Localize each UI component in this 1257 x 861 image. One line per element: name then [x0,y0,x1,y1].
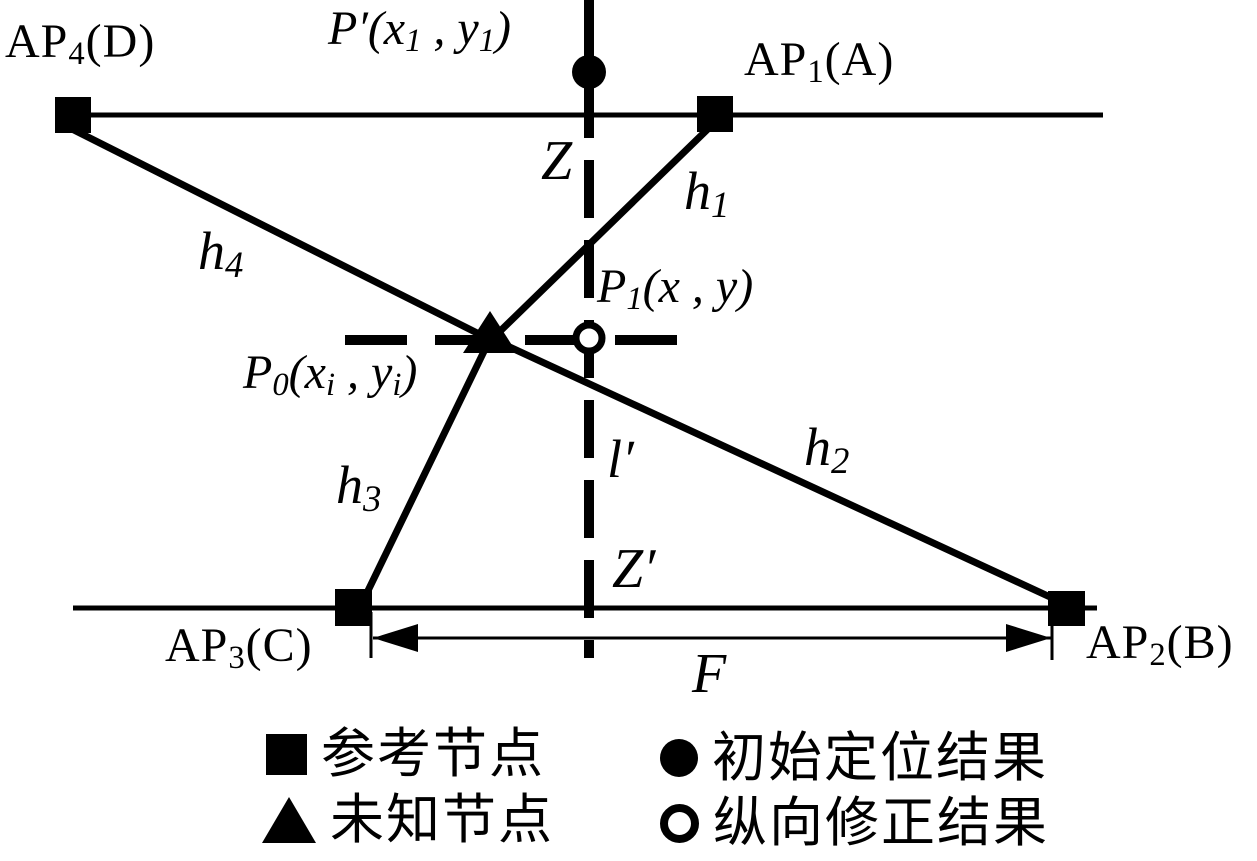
label-p1-part: P [597,260,627,313]
circle-open-icon [660,803,699,843]
label-h1-base: h [684,161,711,221]
label-p-prime-part: P′(x [328,2,406,55]
h4-distance-line [64,122,495,345]
label-ap4-base: AP [5,15,69,68]
label-ap2: AP2(B) [1086,616,1234,672]
label-ap2-base: AP [1086,616,1150,669]
ap3-node-square-icon [335,589,372,626]
label-p-prime-sub: 1 [405,23,422,60]
label-f: F [692,643,727,705]
label-z: Z [541,130,573,192]
label-ap3-sub: 3 [228,640,246,677]
label-ap4-sub: 4 [68,36,86,73]
h3-distance-line [359,339,493,603]
ap4-node-square-icon [55,97,91,133]
label-ap2-paren: (B) [1166,616,1234,669]
legend-item-unknown-node: 未知节点 [262,793,554,847]
ap2-node-square-icon [1048,591,1085,626]
label-h3-base: h [336,455,363,515]
label-h4-base: h [198,221,225,281]
label-ap4: AP4(D) [5,15,156,71]
label-p1: P1(x , y) [597,260,754,316]
label-ap4-paren: (D) [85,15,156,68]
label-ap3-paren: (C) [245,619,313,672]
label-p1-part: (x , y) [642,260,754,313]
legend-item-initial-result: 初始定位结果 [660,731,1048,785]
h2-distance-line [486,333,1065,607]
label-p-prime-part: , y [421,2,479,55]
label-p0: P0(xi , yi) [243,346,418,402]
corrected-result-circle-icon [572,321,606,355]
label-h2-base: h [804,417,831,477]
label-h4-sub: 4 [225,244,244,286]
label-ap2-sub: 2 [1149,637,1167,674]
legend-item-corrected-result: 纵向修正结果 [660,796,1049,850]
label-ap1-sub: 1 [807,54,825,91]
label-p-prime-part: ) [495,2,512,55]
label-p1-sub: 1 [626,281,643,318]
label-h3-sub: 3 [363,478,382,520]
f-arrowhead-left-icon [373,624,418,652]
triangle-filled-icon [262,797,316,843]
label-z-prime: Z′ [612,538,656,600]
label-h1: h1 [684,161,729,223]
legend-label-reference-node: 参考节点 [321,724,545,784]
label-h2-sub: 2 [831,440,850,482]
label-p0-part: P [243,346,273,399]
label-ap1-paren: (A) [824,33,895,86]
legend-label-unknown-node: 未知节点 [330,790,554,850]
label-h3: h3 [336,455,381,517]
label-p-prime: P′(x1 , y1) [328,2,512,58]
label-h2: h2 [804,417,849,479]
legend-label-initial-result: 初始定位结果 [712,728,1048,788]
label-p0-part: (x [288,346,326,399]
label-h4: h4 [198,221,243,283]
label-ap3: AP3(C) [165,619,313,675]
label-l-prime: l′ [607,429,634,489]
square-filled-icon [266,733,307,775]
label-ap1: AP1(A) [744,33,895,89]
label-ap1-base: AP [744,33,808,86]
legend-label-corrected-result: 纵向修正结果 [713,793,1049,853]
h1-distance-line [486,121,716,345]
label-ap3-base: AP [165,619,229,672]
ap1-node-square-icon [697,96,733,132]
legend-item-reference-node: 参考节点 [266,727,545,781]
f-arrowhead-right-icon [1006,624,1051,652]
label-h1-sub: 1 [711,184,730,226]
unknown-node-triangle-icon [463,311,517,353]
label-p0-part: , y [335,346,393,399]
circle-filled-icon [660,739,698,777]
label-p-prime-sub: 1 [478,23,496,60]
label-p0-part: ) [401,346,418,399]
initial-result-dot-icon [572,55,606,89]
label-p0-sub: 0 [272,367,289,404]
label-p0-sub: i [392,367,402,404]
label-p0-sub: i [325,367,336,404]
